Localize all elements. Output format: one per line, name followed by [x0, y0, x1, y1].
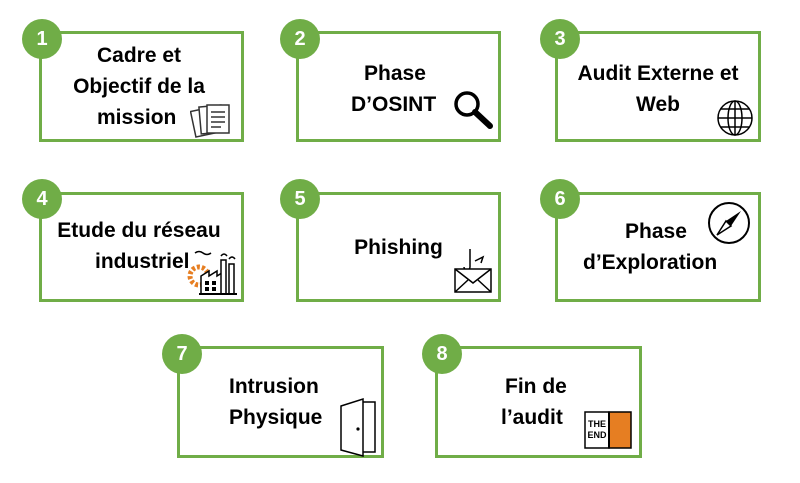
- step-number-badge: 1: [22, 19, 62, 59]
- step-label: Etude du réseau industriel: [39, 215, 239, 277]
- the-end-text: END: [587, 430, 607, 440]
- step-label-line: Audit Externe et: [577, 62, 739, 85]
- magnifier-icon: [452, 89, 496, 131]
- step-number-badge: 6: [540, 179, 580, 219]
- step-label-line: Fin de: [505, 375, 567, 398]
- step-label-line: Phase: [625, 220, 687, 243]
- step-label-line: Physique: [229, 406, 323, 429]
- step-box: [296, 31, 501, 142]
- the-end-book-icon: THE END: [583, 410, 633, 452]
- step-label-line: d’Exploration: [583, 251, 718, 274]
- door-icon: [337, 396, 379, 458]
- step-box: [555, 192, 761, 302]
- step-label-line: Cadre et: [96, 44, 182, 67]
- step-label-line: mission: [97, 106, 177, 129]
- step-number-badge: 7: [162, 334, 202, 374]
- step-label-line: Web: [636, 93, 680, 116]
- step-label: Phase D’OSINT: [296, 58, 496, 120]
- step-label-line: D’OSINT: [351, 93, 437, 116]
- step-number-badge: 8: [422, 334, 462, 374]
- step-label-line: industriel: [95, 250, 190, 273]
- globe-icon: [716, 99, 754, 137]
- step-box: [555, 31, 761, 142]
- documents-icon: [190, 103, 234, 139]
- step-label: Intrusion Physique: [177, 371, 384, 433]
- step-label-line: Intrusion: [229, 375, 319, 398]
- step-label-line: Phase: [364, 62, 426, 85]
- step-label-line: Phishing: [354, 236, 443, 259]
- step-number-badge: 5: [280, 179, 320, 219]
- factory-icon: [187, 248, 239, 296]
- step-label: Cadre et Objectif de la mission: [39, 40, 239, 133]
- step-label-line: Objectif de la: [73, 75, 205, 98]
- step-number-badge: 2: [280, 19, 320, 59]
- step-label: Phishing: [296, 232, 501, 263]
- step-label: Fin de l’audit: [435, 371, 642, 433]
- step-number-badge: 4: [22, 179, 62, 219]
- step-label: Audit Externe et Web: [555, 58, 761, 120]
- compass-icon: [706, 200, 752, 246]
- step-label-line: Etude du réseau: [57, 219, 221, 242]
- phishing-envelope-icon: [453, 247, 495, 295]
- step-box: [39, 31, 244, 142]
- the-end-text: THE: [588, 419, 606, 429]
- step-label: Phase d’Exploration: [555, 216, 761, 278]
- step-label-line: l’audit: [501, 406, 563, 429]
- step-number-badge: 3: [540, 19, 580, 59]
